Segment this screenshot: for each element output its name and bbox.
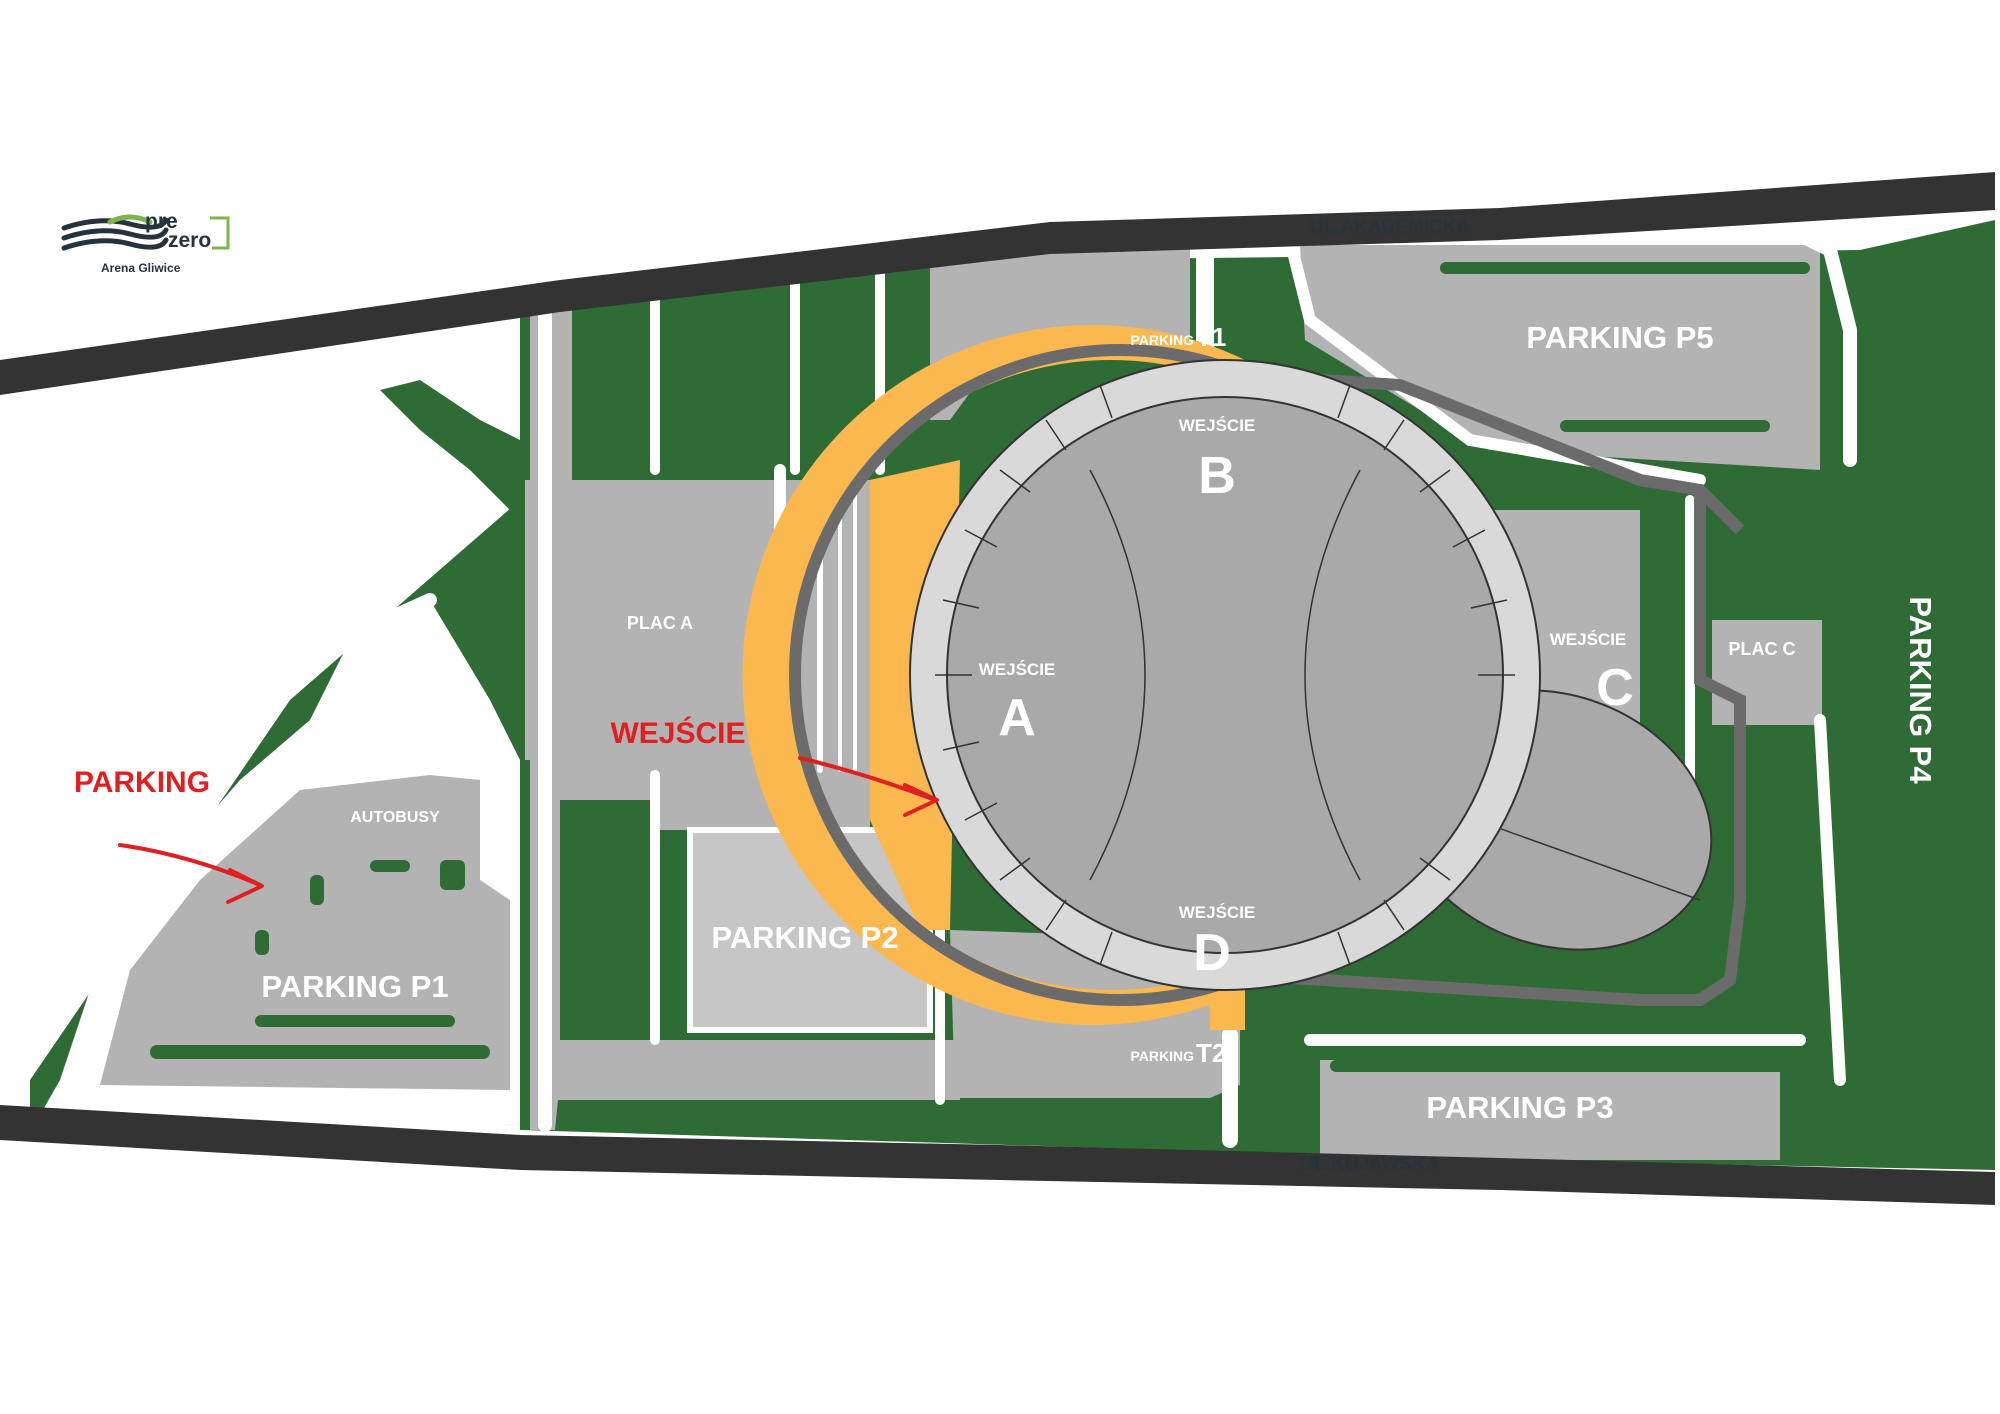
logo-text-zero: zero <box>168 229 211 252</box>
parking-p4-label: PARKING P4 <box>1903 596 1938 784</box>
annotation-parking-label: PARKING <box>74 766 210 799</box>
parking-t1-prefix: PARKING <box>1130 332 1194 348</box>
entrance-b-word: WEJŚCIE <box>1179 416 1256 435</box>
parking-t1-label: T1 <box>1196 322 1226 352</box>
entrance-c-word: WEJŚCIE <box>1550 630 1627 649</box>
entrance-a-letter: A <box>998 689 1036 747</box>
annotation-entrance-label: WEJŚCIE <box>610 716 745 750</box>
parking-p1-label: PARKING P1 <box>261 969 448 1004</box>
parking-p3-label: PARKING P3 <box>1426 1090 1613 1125</box>
bus-parking-label: AUTOBUSY <box>350 809 440 826</box>
street-label-north: UL.AKADEMICKA <box>1310 217 1471 238</box>
entrance-b-letter: B <box>1198 447 1236 505</box>
plac-c-area <box>1712 620 1822 725</box>
logo-bracket-icon <box>210 216 230 250</box>
parking-p2-label: PARKING P2 <box>711 920 898 955</box>
entrance-a-word: WEJŚCIE <box>979 660 1056 679</box>
entrance-arrow-icon <box>798 756 937 802</box>
parking-p1-area <box>100 775 510 1090</box>
entrance-d-letter: D <box>1193 924 1231 982</box>
plac-a-label: PLAC A <box>627 613 693 633</box>
prezero-logo: pre zero Arena Gliwice <box>61 210 230 275</box>
parking-islands <box>150 262 1810 1072</box>
logo-waves-icon <box>61 214 169 251</box>
entrance-d-word: WEJŚCIE <box>1179 903 1256 922</box>
arena-bowl <box>909 359 1541 991</box>
logo-text-pre: pre <box>145 210 178 233</box>
road-ul-akademicka <box>0 172 1995 395</box>
roads <box>0 172 1995 1205</box>
entrance-c-letter: C <box>1596 659 1634 717</box>
entrance-arrowhead-icon <box>903 783 939 817</box>
parking-t2-label: T2 <box>1196 1038 1226 1068</box>
parking-p3-area <box>1320 1060 1780 1160</box>
plac-c-label: PLAC C <box>1729 639 1796 659</box>
logo-caption: Arena Gliwice <box>101 261 181 275</box>
parking-p5-label: PARKING P5 <box>1526 320 1713 355</box>
parking-t2-prefix: PARKING <box>1130 1048 1194 1064</box>
road-ul-kujawska <box>0 1105 1995 1205</box>
parking-arrowhead-icon <box>226 868 264 904</box>
street-label-south: UL.KUJAWSKA <box>1300 1154 1440 1175</box>
